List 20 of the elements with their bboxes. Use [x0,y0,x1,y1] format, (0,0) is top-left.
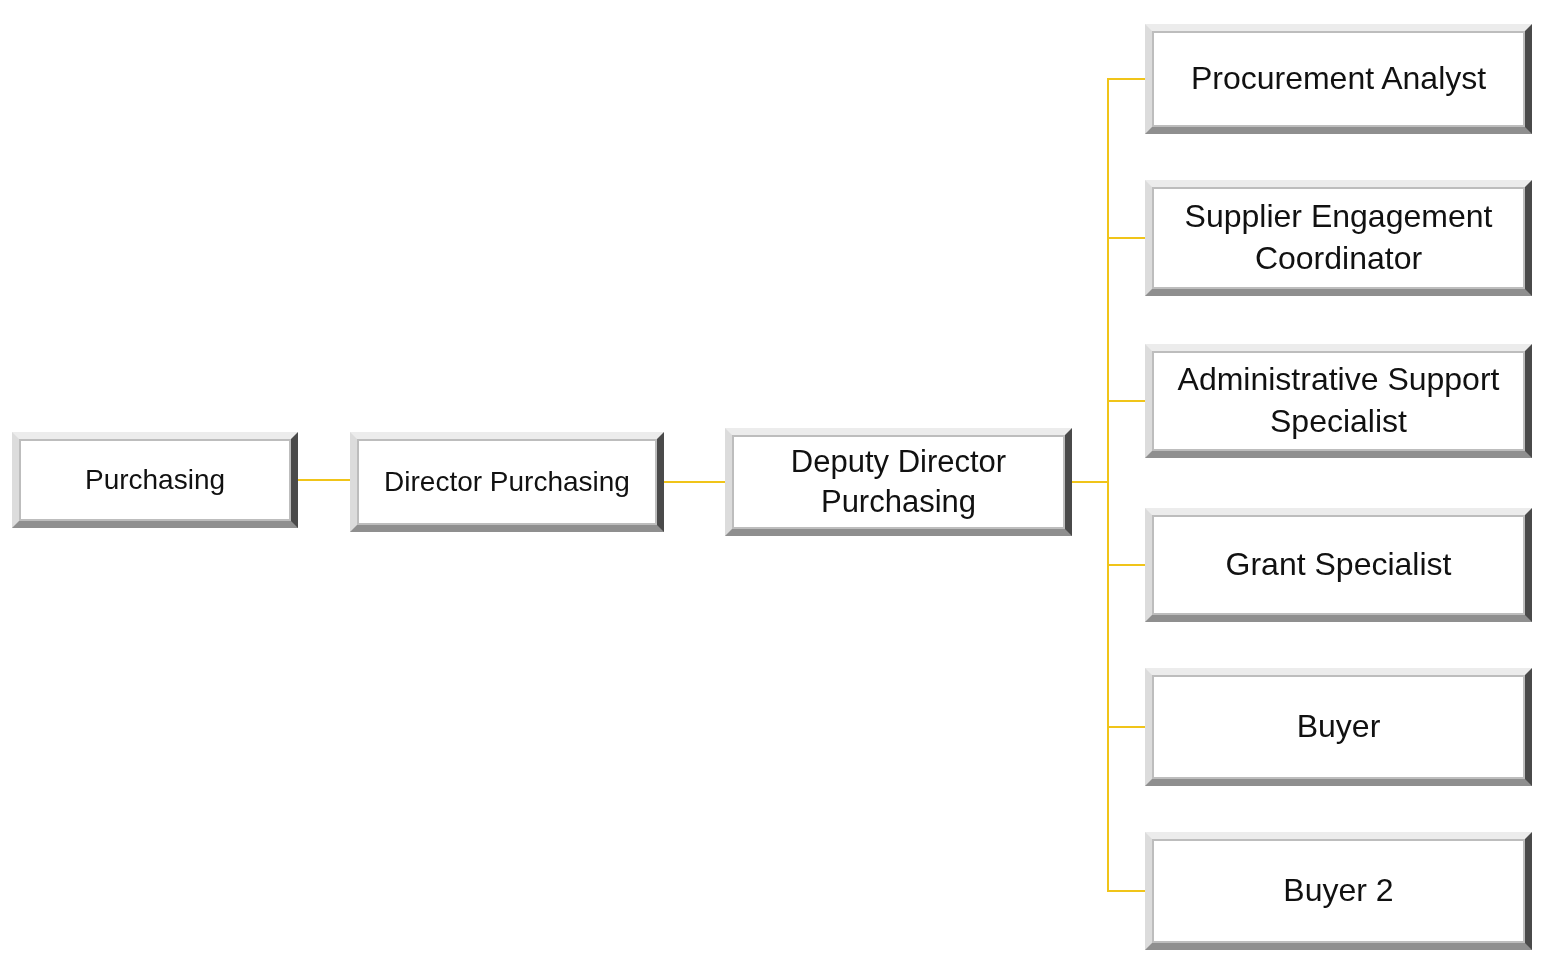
connector-line [663,481,726,483]
role-title: Purchasing [84,462,226,497]
role-box [725,428,1072,536]
role-box [1145,668,1532,786]
role-box [1145,508,1532,622]
role-box [1145,832,1532,950]
role-box [1145,24,1532,134]
role-title: Procurement Analyst [1190,59,1487,99]
role-title: Administrative Support Specialist [1176,360,1501,441]
role-box [350,432,664,532]
role-title: Director Purchasing [384,464,630,499]
role-title: Grant Specialist [1225,545,1452,585]
role-box [12,432,298,528]
role-title: Deputy Director Purchasing [789,442,1008,521]
role-title: Buyer 2 [1283,871,1394,911]
role-title: Buyer [1296,707,1381,747]
connector-line [297,479,351,481]
role-box [1145,344,1532,458]
role-box [1145,180,1532,296]
role-title: Supplier Engagement Coordinator [1183,197,1494,278]
